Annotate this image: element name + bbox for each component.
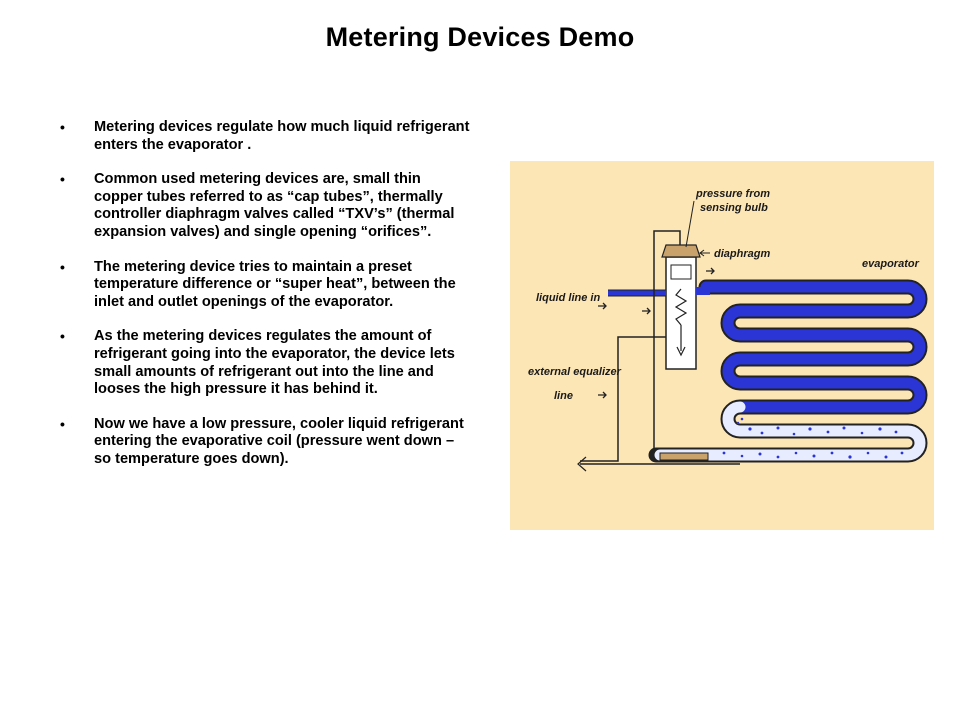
label-pressure-line1: pressure from	[695, 188, 770, 200]
bullet-text: The metering device tries to maintain a …	[94, 258, 456, 310]
bullet-item: • As the metering devices regulates the …	[60, 328, 472, 398]
vapor-speckles	[704, 417, 904, 459]
diaphragm-head	[661, 244, 701, 258]
label-liquid-line: liquid line in	[536, 292, 600, 304]
bullet-list: • Metering devices regulate how much liq…	[60, 119, 472, 486]
label-pressure-line2: sensing bulb	[700, 202, 768, 214]
bullet-item: • Common used metering devices are, smal…	[60, 171, 472, 241]
bullet-text: Now we have a low pressure, cooler liqui…	[94, 415, 464, 467]
bullet-text: Metering devices regulate how much liqui…	[94, 119, 470, 153]
bullet-dot-icon: •	[60, 415, 65, 432]
bullet-dot-icon: •	[60, 171, 65, 188]
evaporator-vapor-section	[654, 401, 926, 461]
sensing-bulb	[659, 452, 709, 461]
valve-spring	[674, 288, 688, 326]
slide-title: Metering Devices Demo	[325, 22, 635, 52]
label-equalizer-line1: external equalizer	[528, 366, 622, 378]
label-evaporator: evaporator	[862, 258, 920, 270]
external-equalizer-line	[580, 336, 666, 462]
bullet-dot-icon: •	[60, 258, 65, 275]
valve-port	[670, 264, 692, 280]
sensing-bulb-line	[653, 230, 681, 453]
bullet-item: • Now we have a low pressure, cooler liq…	[60, 416, 472, 469]
flow-arrows	[598, 267, 715, 399]
evaporator-coil-fill	[700, 281, 926, 413]
txv-diagram-svg: pressure from sensing bulb diaphragm eva…	[528, 188, 928, 472]
bullet-text: Common used metering devices are, small …	[94, 171, 455, 240]
txv-diagram: pressure from sensing bulb diaphragm eva…	[510, 161, 934, 530]
bullet-text: As the metering devices regulates the am…	[94, 328, 455, 398]
bullet-item: • The metering device tries to maintain …	[60, 259, 472, 312]
label-diaphragm: diaphragm	[714, 248, 770, 260]
label-equalizer-line2: line	[554, 390, 573, 402]
bullet-dot-icon: •	[60, 328, 65, 345]
bullet-item: • Metering devices regulate how much liq…	[60, 119, 472, 154]
bullet-dot-icon: •	[60, 119, 65, 135]
